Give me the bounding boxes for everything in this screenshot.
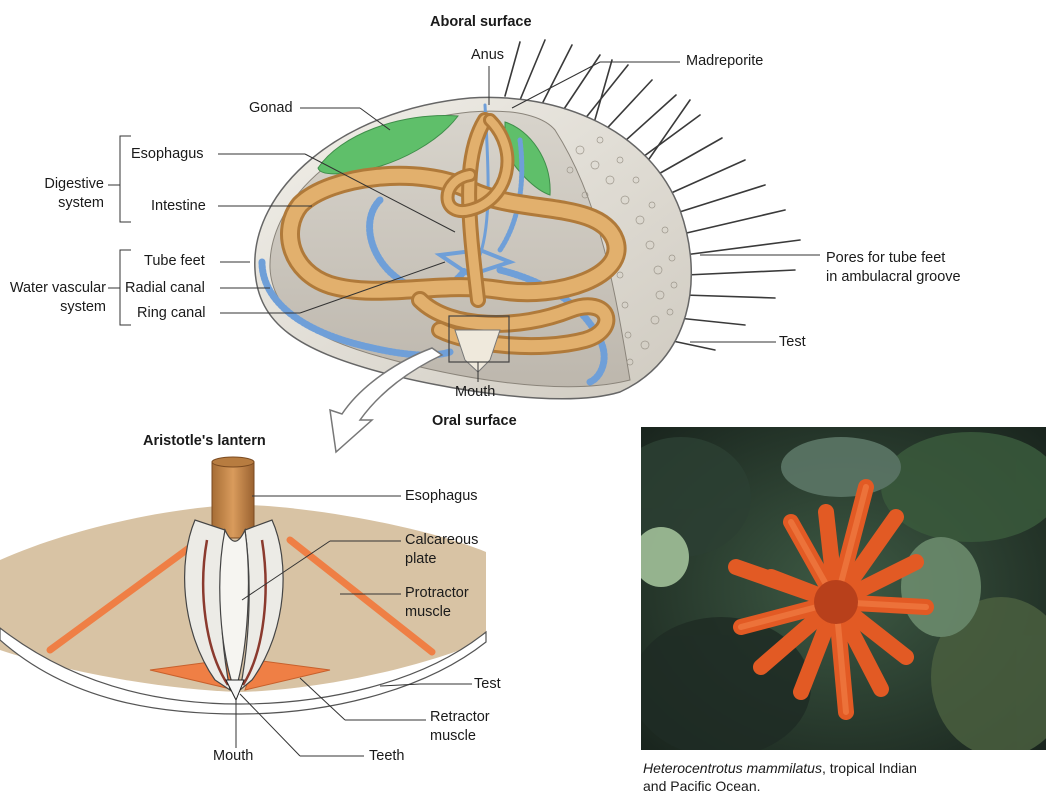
radial-canal-label: Radial canal [125,280,205,296]
small-lantern [454,329,501,373]
protractor-muscle-label-2: muscle [405,604,451,620]
lantern-test-label: Test [474,676,501,692]
water-vascular-label-2: system [60,299,106,315]
lantern-esophagus [211,461,255,539]
photo-caption: Heterocentrotus mammilatus, tropical Ind… [643,759,917,795]
mouth-label-top: Mouth [455,384,496,400]
water-vascular-label-1: Water vascular [9,280,106,296]
lantern-esophagus-label: Esophagus [405,488,478,504]
digestive-tract [280,112,627,356]
aristotles-lantern-title: Aristotle's lantern [143,433,266,449]
calcareous-plate-label-2: plate [405,551,437,567]
intestine-label: Intestine [151,198,206,214]
shell-plates [566,136,678,366]
digestive-system-label-2: system [58,195,104,211]
test-label-top: Test [779,334,806,350]
calcareous-plate-label-1: Calcareous [405,532,479,548]
digestive-system-label-1: Digestive [44,176,104,192]
gonad-label: Gonad [249,100,293,116]
aboral-surface-label: Aboral surface [430,14,532,30]
pores-label-2: in ambulacral groove [826,269,961,285]
retractor-muscle-label-2: muscle [430,728,476,744]
madreporite-label: Madreporite [686,53,764,69]
protractor-muscle-label-1: Protractor [405,585,469,601]
leader-lines-lantern [235,495,472,757]
urchin-photo-artwork [641,427,1046,750]
lantern-diagram [0,456,487,715]
anus-label: Anus [471,47,505,63]
caption-species: Heterocentrotus mammilatus [643,760,822,776]
leader-lines-top [108,61,820,382]
teeth-label: Teeth [369,748,405,764]
caption-rest-1: , tropical Indian [821,760,917,776]
oral-surface-label: Oral surface [432,413,517,429]
tube-feet-label: Tube feet [144,253,205,269]
zoom-arrow [329,347,444,454]
esophagus-label: Esophagus [131,146,204,162]
pores-label-1: Pores for tube feet [826,250,946,266]
caption-rest-2: and Pacific Ocean. [643,778,761,794]
lantern-callout-box [448,315,510,363]
lantern-mouth-label: Mouth [213,748,254,764]
ring-canal-label: Ring canal [137,305,206,321]
retractor-muscle-label-1: Retractor [430,709,490,725]
lantern-test-wall [0,627,487,715]
urchin-photo [641,427,1046,750]
gonads [317,115,551,196]
